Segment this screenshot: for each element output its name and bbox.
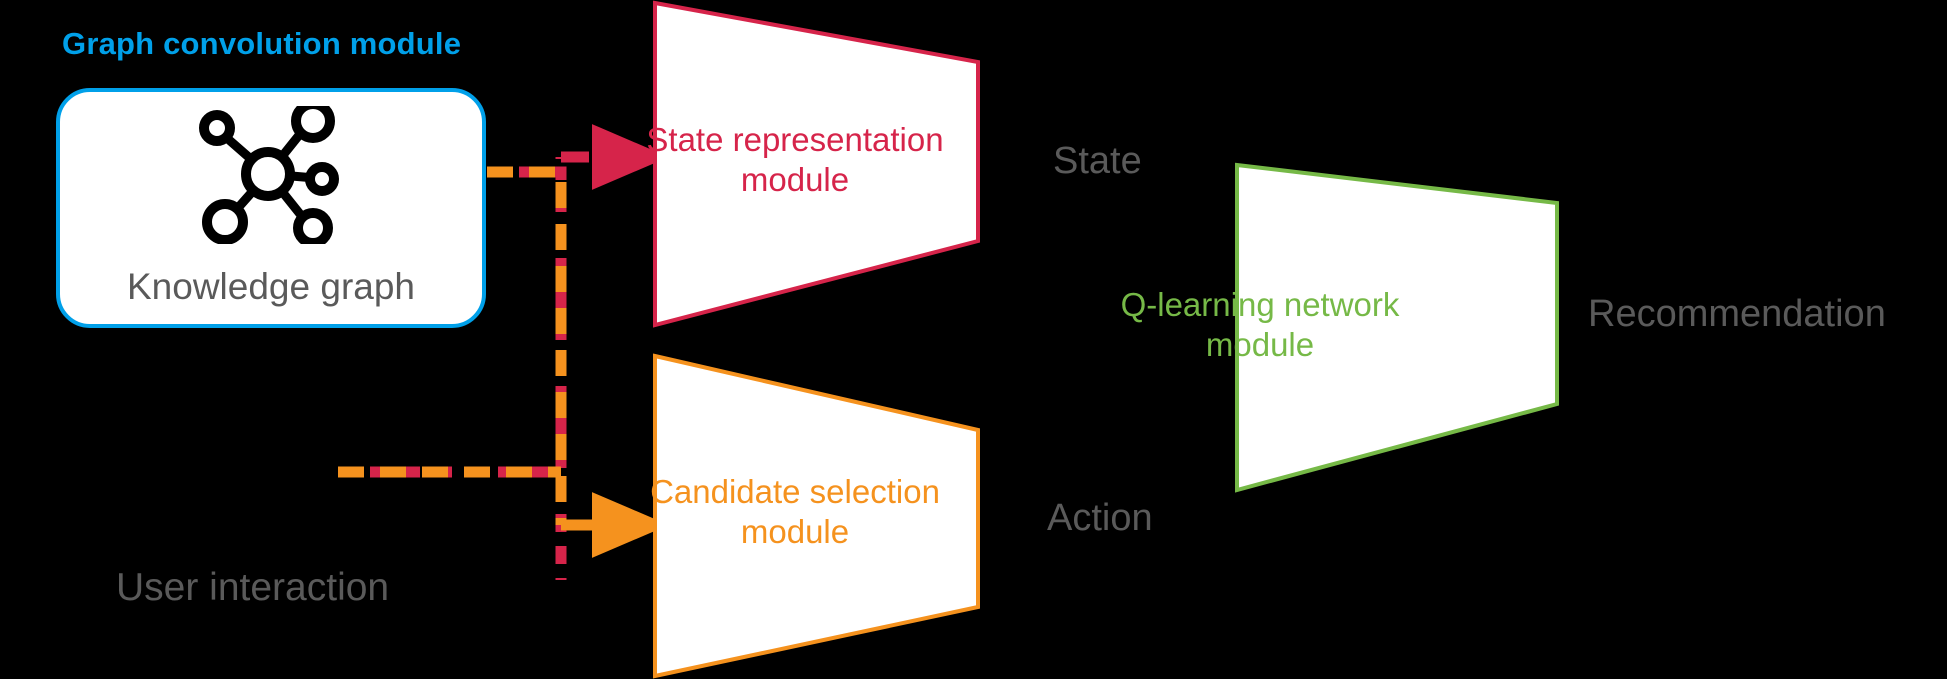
connector-kg-trunk-red — [338, 166, 567, 580]
flow-label-user-interaction: User interaction — [116, 566, 390, 609]
state-representation-trapezoid[interactable] — [653, 0, 980, 328]
flow-label-state: State — [1053, 140, 1142, 182]
candidate-selection-module-label: Candidate selection module — [650, 473, 940, 551]
candidate-selection-trapezoid[interactable] — [653, 353, 980, 679]
knowledge-graph-icon — [199, 106, 339, 244]
flow-label-recommendation: Recommendation — [1588, 293, 1886, 335]
flow-label-action: Action — [1047, 497, 1153, 539]
graph-convolution-module-title: Graph convolution module — [62, 26, 462, 61]
connector-kg-to-candidate-selection — [487, 166, 669, 558]
q-learning-trapezoid[interactable] — [1235, 162, 1559, 493]
knowledge-graph-label: Knowledge graph — [127, 266, 415, 307]
knowledge-graph-card[interactable]: Knowledge graph — [56, 88, 486, 328]
state-representation-module-label: State representation module — [646, 121, 944, 199]
q-learning-network-module-label: Q-learning network module — [1120, 286, 1400, 364]
connector-kg-to-state-representation — [555, 124, 669, 190]
